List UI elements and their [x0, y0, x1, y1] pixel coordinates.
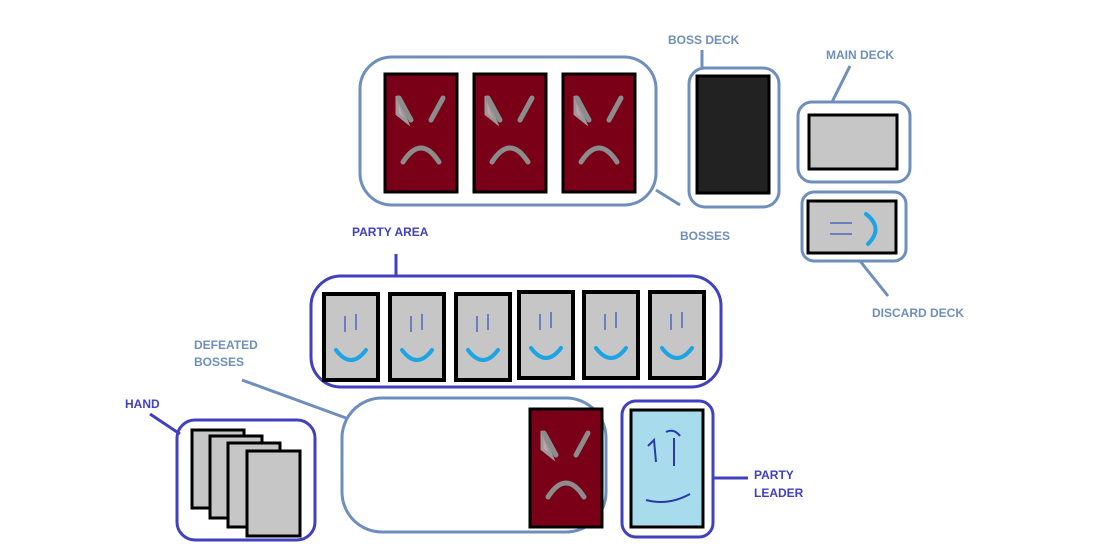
defeated-bosses-zone: DEFEATED BOSSES — [194, 338, 608, 534]
hand-pointer-line — [149, 412, 181, 436]
main-deck-card[interactable] — [807, 113, 899, 171]
party-leader-label-line1: PARTY — [754, 468, 794, 482]
defeated-boss-card[interactable] — [530, 409, 602, 527]
discard-deck-pointer-line — [858, 260, 890, 297]
discard-deck-card[interactable] — [806, 199, 898, 255]
boss-card[interactable] — [474, 74, 546, 192]
bosses-outline — [358, 55, 658, 207]
defeated-bosses-pointer-line — [241, 378, 347, 420]
party-leader-label-line2: LEADER — [754, 486, 804, 500]
boss-deck-label: BOSS DECK — [668, 33, 740, 47]
bosses-pointer-line — [655, 188, 681, 207]
boss-deck-outline — [687, 66, 781, 209]
hand-outline — [175, 418, 317, 542]
party-area-label: PARTY AREA — [352, 225, 429, 239]
leader-face-eye — [647, 437, 657, 463]
party-area-outline — [309, 274, 723, 389]
defeated-bosses-outline — [340, 396, 608, 534]
main-deck-outline — [796, 100, 912, 184]
party-leader-card[interactable] — [629, 408, 705, 529]
boss-card[interactable] — [385, 74, 457, 192]
leader-face-smile — [645, 493, 691, 503]
defeated-bosses-label-line1: DEFEATED — [194, 338, 258, 352]
leader-face-eye — [665, 429, 681, 466]
party-card[interactable] — [648, 290, 706, 380]
main-deck-pointer-line — [830, 65, 852, 103]
defeated-bosses-label-line2: BOSSES — [194, 355, 244, 369]
boss-card[interactable] — [563, 74, 635, 192]
party-card[interactable] — [454, 292, 512, 382]
main-deck-zone: MAIN DECK — [796, 48, 912, 184]
discard-deck-outline — [800, 190, 908, 263]
discard-deck-zone: DISCARD DECK — [800, 190, 964, 320]
party-leader-zone: PARTY LEADER — [620, 399, 804, 539]
hand-zone: HAND — [125, 397, 317, 542]
hand-card[interactable] — [245, 449, 302, 538]
party-card[interactable] — [517, 290, 575, 380]
bosses-zone: BOSSES — [358, 55, 730, 243]
hand-label: HAND — [125, 397, 160, 411]
discard-face-smile — [864, 212, 878, 246]
discard-deck-label: DISCARD DECK — [872, 306, 964, 320]
boss-deck-card[interactable] — [695, 74, 771, 195]
party-card[interactable] — [582, 290, 640, 380]
party-card[interactable] — [322, 292, 380, 382]
main-deck-label: MAIN DECK — [826, 48, 894, 62]
bosses-label: BOSSES — [680, 229, 730, 243]
party-card[interactable] — [388, 292, 446, 382]
boss-deck-zone: BOSS DECK — [668, 33, 781, 209]
party-leader-outline — [620, 399, 715, 539]
party-area-zone: PARTY AREA — [309, 225, 723, 389]
